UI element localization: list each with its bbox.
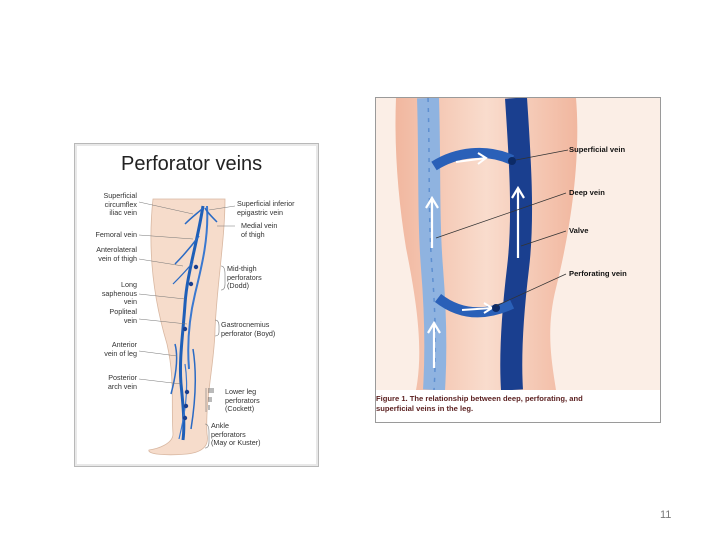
label-posterior-arch-vein: Posterior arch vein — [77, 374, 137, 391]
perforator-1 — [194, 265, 198, 269]
label-anterolateral-vein-of-thigh: Anterolateral vein of thigh — [77, 246, 137, 263]
label-medial-vein-of-thigh: Medial vein of thigh — [241, 222, 277, 239]
label-superficial-inferior-epigastric-vein: Superficial inferior epigastric vein — [237, 200, 295, 217]
label-ankle-perforators: Ankle perforators (May or Kuster) — [211, 422, 261, 448]
perforator-4 — [185, 390, 189, 394]
label-femoral-vein: Femoral vein — [77, 231, 137, 240]
label-anterior-vein-of-leg: Anterior vein of leg — [77, 341, 137, 358]
label-popliteal-vein: Popliteal vein — [77, 308, 137, 325]
deep-vein — [511, 98, 521, 390]
label-perforating-vein: Perforating vein — [569, 269, 627, 278]
figure-caption: Figure 1. The relationship between deep,… — [376, 394, 660, 413]
leg-outline — [149, 199, 225, 455]
label-long-saphenous-vein: Long saphenous vein — [77, 281, 137, 307]
label-valve: Valve — [569, 226, 588, 235]
label-lower-leg-perforators: Lower leg perforators (Cockett) — [225, 388, 260, 414]
perforator-veins-figure: Perforator veins — [74, 143, 319, 467]
perforator-3 — [183, 327, 187, 331]
label-superficial-circumflex-iliac-vein: Superficial circumflex iliac vein — [81, 192, 137, 218]
perforator-2 — [189, 282, 193, 286]
label-deep-vein: Deep vein — [569, 188, 605, 197]
bracket-mid-thigh — [221, 266, 225, 290]
label-mid-thigh-perforators: Mid-thigh perforators (Dodd) — [227, 265, 262, 291]
page-number: 11 — [660, 509, 671, 521]
valve-dot-2 — [492, 304, 500, 312]
label-roman-numerals: III II I — [208, 387, 214, 413]
label-gastrocnemius-perforator: Gastrocnemius perforator (Boyd) — [221, 321, 275, 338]
vein-relationship-illustration — [376, 98, 660, 390]
valve-dot-1 — [508, 157, 516, 165]
perforator-6 — [183, 416, 187, 420]
label-superficial-vein: Superficial vein — [569, 145, 625, 154]
perforator-5 — [184, 404, 188, 408]
deep-perforating-superficial-figure: Superficial vein Deep vein Valve Perfora… — [375, 97, 661, 423]
